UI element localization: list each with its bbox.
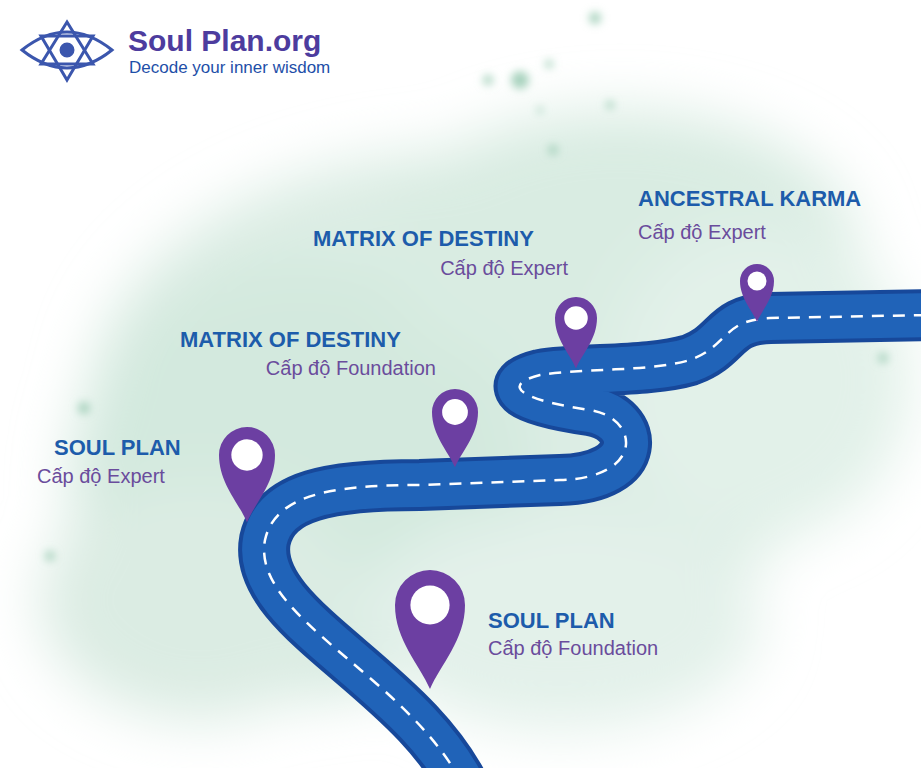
logo-icon [22,22,112,80]
logo-title: Soul Plan.org [128,24,321,59]
logo-tagline: Decode your inner wisdom [129,58,330,78]
milestone-level: Cấp độ Foundation [266,357,436,380]
road [264,315,921,768]
milestone-level: Cấp độ Expert [440,257,568,280]
milestone-heading: SOUL PLAN [488,608,615,633]
milestone-level: Cấp độ Foundation [488,637,658,660]
milestone-level: Cấp độ Expert [638,221,766,244]
milestone-heading: ANCESTRAL KARMA [638,186,861,211]
milestone-heading: MATRIX OF DESTINY [180,327,401,352]
watercolor-background [40,110,910,730]
milestone-heading: MATRIX OF DESTINY [313,226,534,251]
milestone-level: Cấp độ Expert [37,465,165,488]
milestone-heading: SOUL PLAN [54,435,181,460]
